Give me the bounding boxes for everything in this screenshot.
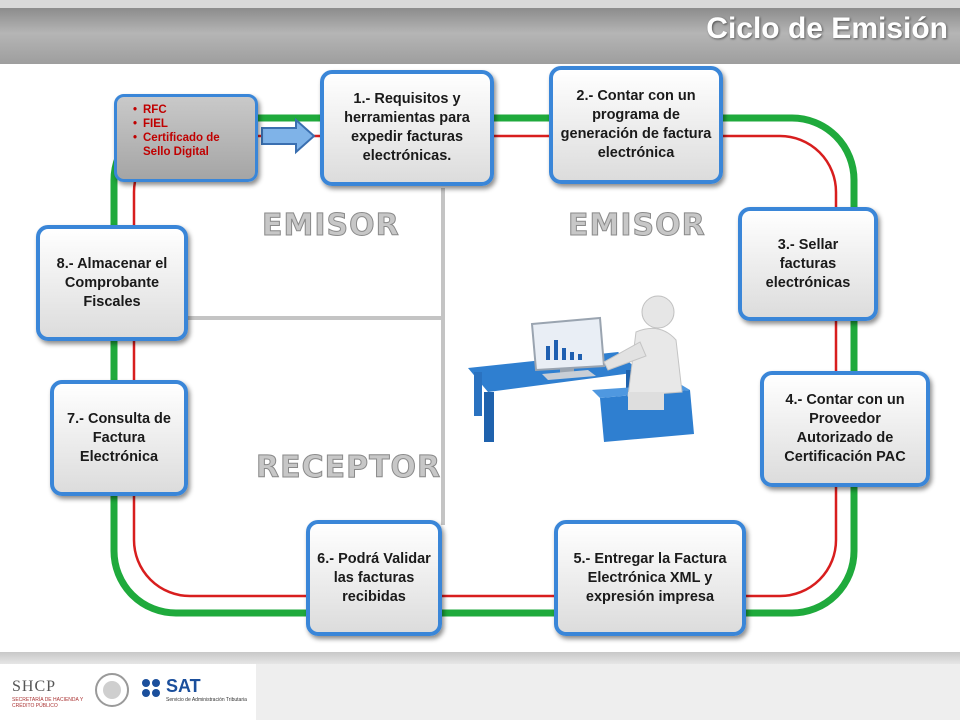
- step-8-box: 8.- Almacenar el Comprobante Fiscales: [36, 225, 188, 341]
- step-6-box: 6.- Podrá Validar las facturas recibidas: [306, 520, 442, 636]
- footer-divider: [0, 652, 960, 664]
- sat-logo-icon: [142, 679, 160, 697]
- step-7-box: 7.- Consulta de Factura Electrónica: [50, 380, 188, 496]
- requirement-fiel: FIEL: [133, 117, 249, 131]
- footer-panel: [256, 664, 960, 720]
- step-4-box: 4.- Contar con un Proveedor Autorizado d…: [760, 371, 930, 487]
- title-bar: [0, 0, 960, 64]
- step-5-box: 5.- Entregar la Factura Electrónica XML …: [554, 520, 746, 636]
- page-title: Ciclo de Emisión: [706, 12, 948, 45]
- role-receptor: RECEPTOR: [255, 450, 442, 486]
- requirement-certificado: Certificado de Sello Digital: [133, 131, 249, 159]
- shcp-logo-text: SHCP: [12, 678, 57, 695]
- step-3-box: 3.- Sellar facturas electrónicas: [738, 207, 878, 321]
- requirements-list: RFC FIEL Certificado de Sello Digital: [127, 103, 249, 159]
- sat-logo-text: SAT: [166, 676, 201, 696]
- mexico-seal-icon: [95, 673, 129, 707]
- sat-logo-subtitle: Servicio de Administración Tributaria: [166, 697, 247, 703]
- role-emisor-right: EMISOR: [568, 208, 706, 244]
- person-at-computer-icon: [450, 295, 706, 448]
- shcp-logo-subtitle: SECRETARÍA DE HACIENDA Y CRÉDITO PÚBLICO: [12, 697, 84, 709]
- requirements-box: RFC FIEL Certificado de Sello Digital: [114, 94, 258, 182]
- step-2-box: 2.- Contar con un programa de generación…: [549, 66, 723, 184]
- role-emisor-left: EMISOR: [262, 208, 400, 244]
- step-1-box: 1.- Requisitos y herramientas para exped…: [320, 70, 494, 186]
- requirement-rfc: RFC: [133, 103, 249, 117]
- arrow-right-icon: [261, 117, 316, 155]
